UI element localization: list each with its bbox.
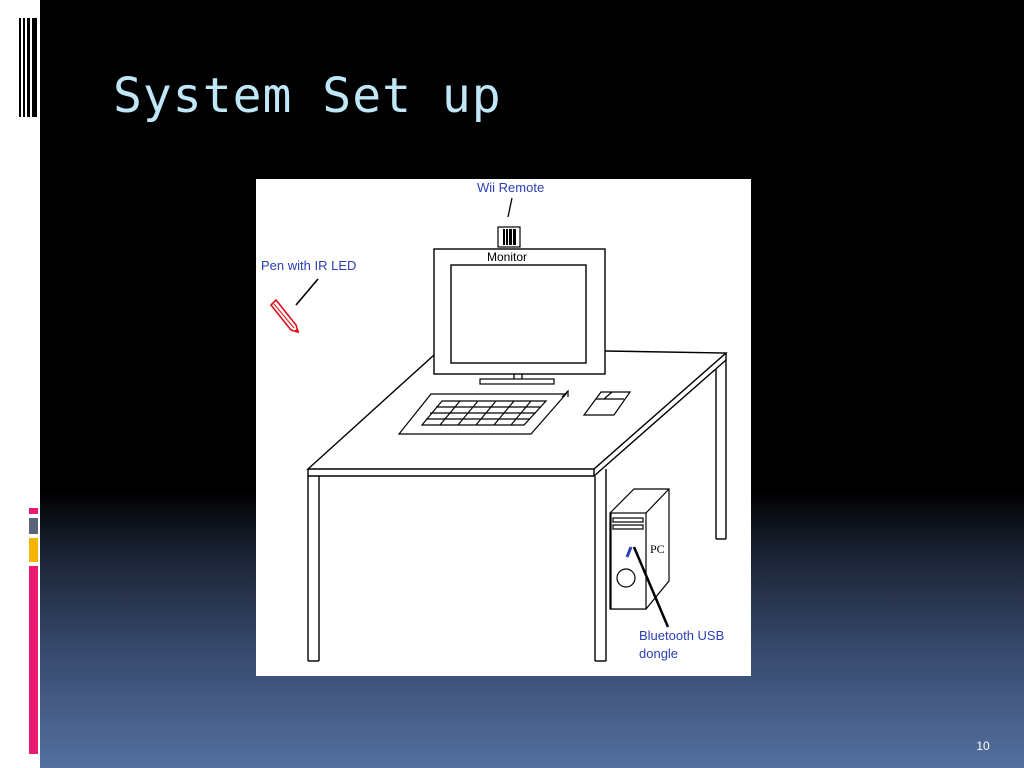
bluetooth-label-line1: Bluetooth USB <box>639 628 724 643</box>
wii-remote <box>497 197 521 248</box>
pc-label: PC <box>650 542 665 556</box>
monitor <box>433 248 606 385</box>
desk <box>306 350 728 662</box>
diagram-svg: Wii Remote Monitor <box>261 180 728 662</box>
accent-bar-gray <box>29 518 38 534</box>
vertical-stripes-icon <box>19 18 37 117</box>
bluetooth-pointer-line <box>632 546 670 628</box>
page-number: 10 <box>976 739 990 753</box>
keyboard <box>397 389 569 435</box>
pen-pointer-line <box>295 278 319 306</box>
mouse <box>582 391 632 416</box>
monitor-label: Monitor <box>487 250 527 264</box>
accent-bar-yellow <box>29 538 38 562</box>
accent-bar-magenta-top <box>29 508 38 514</box>
bluetooth-label-line2: dongle <box>639 646 678 661</box>
accent-bar-magenta <box>29 566 38 754</box>
system-setup-diagram: Wii Remote Monitor <box>256 179 751 676</box>
slide-accents <box>19 18 38 754</box>
wii-remote-label: Wii Remote <box>477 180 544 195</box>
slide-title: System Set up <box>113 68 502 124</box>
pen-icon <box>269 298 300 334</box>
pen-label: Pen with IR LED <box>261 258 356 273</box>
